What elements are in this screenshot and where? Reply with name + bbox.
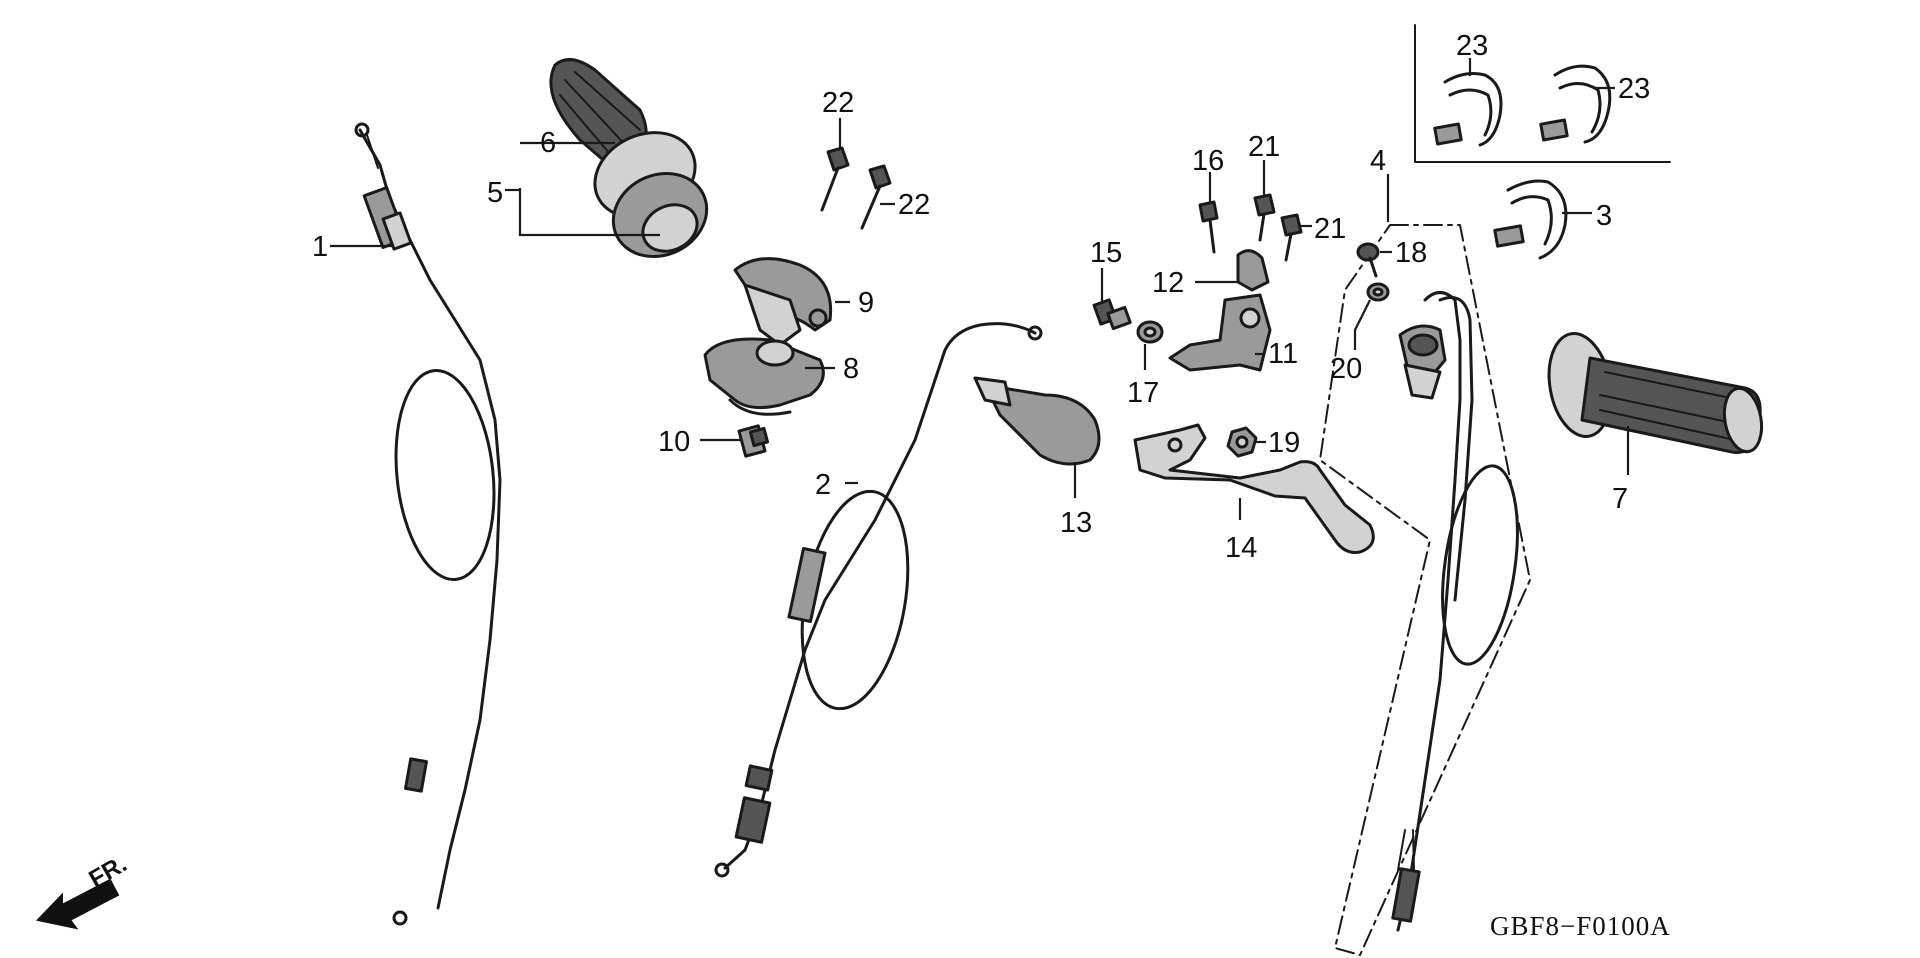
callout-21-b: 21	[1314, 213, 1346, 245]
callout-10: 10	[658, 426, 690, 458]
callout-4: 4	[1370, 145, 1386, 177]
part-8-housing-base[interactable]	[703, 337, 825, 416]
callout-5: 5	[487, 177, 503, 209]
part-9-housing-cover[interactable]	[733, 257, 833, 347]
callout-15: 15	[1090, 237, 1122, 269]
part-20-washer[interactable]	[1366, 282, 1390, 302]
callout-18: 18	[1395, 237, 1427, 269]
part-14-clutch-lever[interactable]	[1133, 423, 1375, 554]
callout-6: 6	[540, 127, 556, 159]
callout-12: 12	[1152, 267, 1184, 299]
part-22-bolt-a[interactable]	[820, 146, 850, 212]
part-10-adjuster[interactable]	[737, 424, 770, 458]
part-15-pivot-bolt[interactable]	[1092, 298, 1132, 331]
callout-8: 8	[843, 353, 859, 385]
part-2-clutch-cable[interactable]	[714, 322, 1043, 878]
part-4-switch-assembly[interactable]	[1319, 224, 1531, 956]
callout-23-a: 23	[1456, 30, 1488, 62]
callout-19: 19	[1268, 427, 1300, 459]
callout-3: 3	[1596, 200, 1612, 232]
part-11-lever-bracket[interactable]	[1168, 293, 1272, 372]
callout-21-a: 21	[1248, 131, 1280, 163]
part-21-bolt-a[interactable]	[1253, 193, 1276, 242]
part-6-throttle-grip[interactable]	[549, 58, 720, 272]
callout-11: 11	[1268, 338, 1298, 370]
callout-9: 9	[858, 287, 874, 319]
callout-7: 7	[1612, 483, 1628, 515]
callout-20: 20	[1330, 353, 1362, 385]
part-23-band-a[interactable]	[1433, 72, 1503, 147]
callout-22-b: 22	[898, 189, 930, 221]
part-12-bracket-clamp[interactable]	[1236, 249, 1270, 292]
part-23-band-b[interactable]	[1539, 64, 1612, 144]
part-18-screw[interactable]	[1356, 242, 1380, 278]
part-21-bolt-b[interactable]	[1280, 213, 1303, 262]
callout-16: 16	[1192, 145, 1224, 177]
part-7-grip[interactable]	[1541, 329, 1766, 455]
diagram-code: GBF8−F0100A	[1490, 911, 1671, 941]
part-19-nut[interactable]	[1226, 426, 1258, 458]
callout-1: 1	[312, 231, 328, 263]
front-direction-label: FR.	[85, 850, 132, 893]
callout-23-b: 23	[1618, 73, 1650, 105]
part-3-band[interactable]	[1493, 179, 1568, 260]
callout-14: 14	[1225, 532, 1257, 564]
callout-22-a: 22	[822, 87, 854, 119]
callout-13: 13	[1060, 507, 1092, 539]
front-direction-arrow: FR.	[36, 850, 132, 930]
callout-17: 17	[1127, 377, 1159, 409]
part-1-throttle-cable[interactable]	[354, 122, 504, 926]
part-22-bolt-b[interactable]	[860, 164, 892, 230]
part-16-bolt[interactable]	[1198, 200, 1219, 254]
part-17-washer[interactable]	[1136, 320, 1164, 344]
part-13-lever-cover[interactable]	[973, 376, 1101, 466]
callout-2: 2	[815, 469, 831, 501]
